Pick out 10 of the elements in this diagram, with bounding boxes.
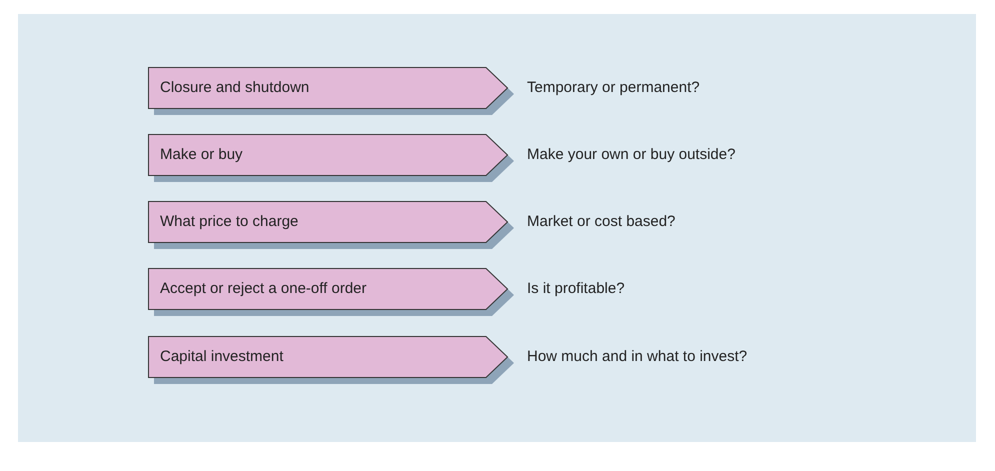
decision-label: What price to charge [160,213,298,230]
question-text: How much and in what to invest? [527,348,748,365]
decision-label: Capital investment [160,348,284,365]
question-text: Temporary or permanent? [527,79,700,96]
decision-label: Accept or reject a one-off order [160,280,366,297]
question-text: Market or cost based? [527,213,676,230]
question-text: Make your own or buy outside? [527,146,736,163]
decision-label: Make or buy [160,146,243,163]
decision-label: Closure and shutdown [160,79,310,96]
question-text: Is it profitable? [527,280,625,297]
